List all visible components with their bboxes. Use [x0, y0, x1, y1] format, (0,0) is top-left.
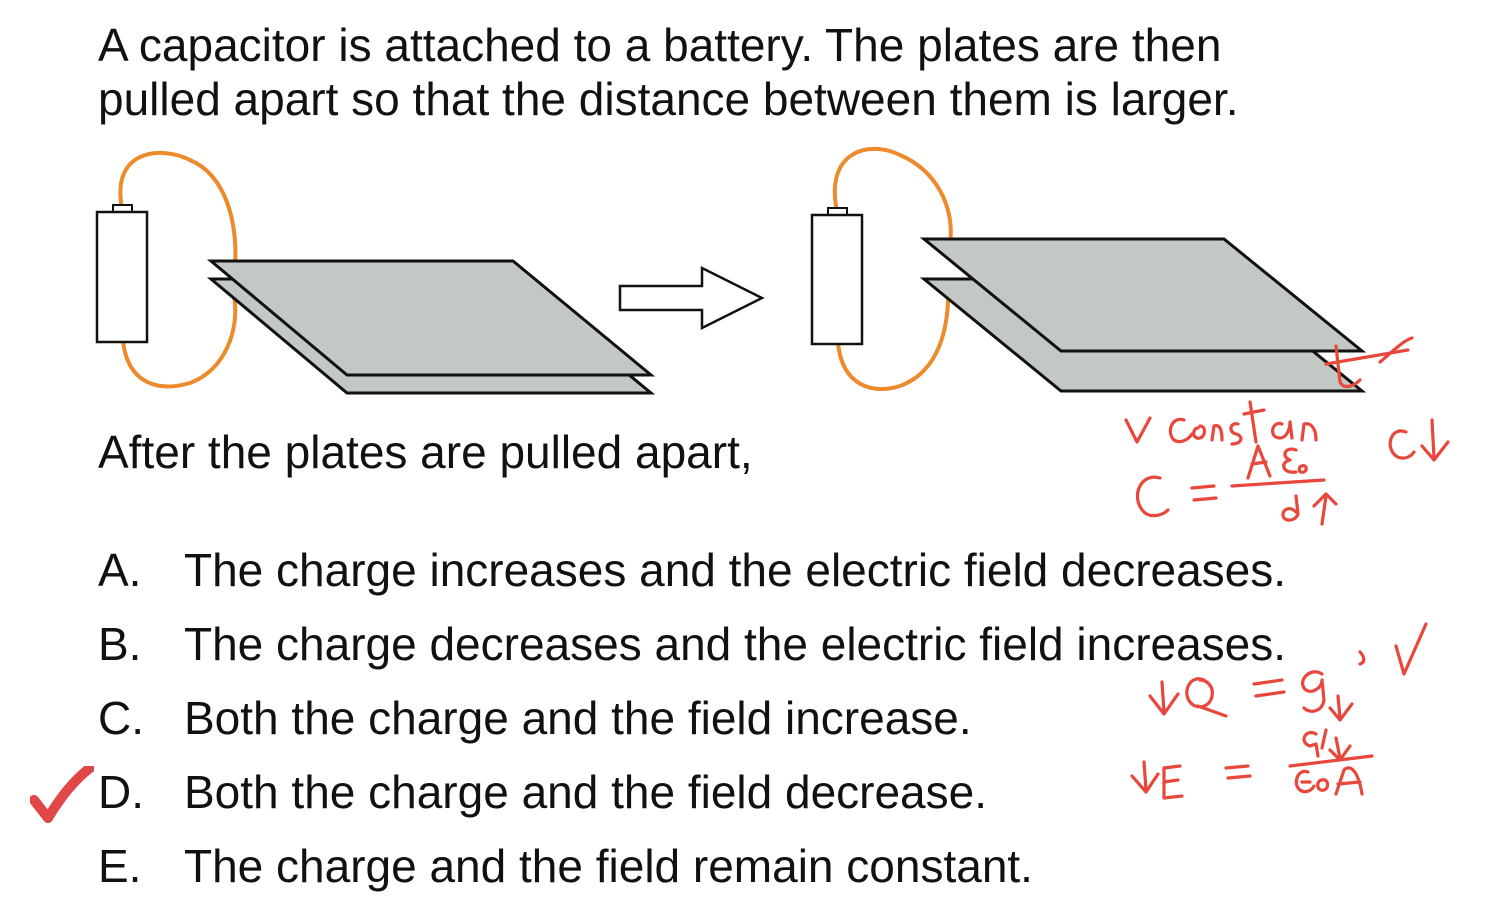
left-battery [95, 210, 149, 344]
title-line-1: A capacitor is attached to a battery. Th… [98, 19, 1222, 71]
option-letter: D. [98, 766, 144, 818]
title-line-2: pulled apart so that the distance betwee… [98, 73, 1239, 125]
option-text: The charge increases and the electric fi… [184, 544, 1287, 596]
transition-arrow [618, 265, 765, 331]
left-top-plate [206, 259, 656, 377]
option-text: The charge and the field remain constant… [184, 840, 1033, 892]
check-icon [30, 766, 94, 823]
left-wire-bottom [121, 294, 238, 389]
option-letter: E. [98, 840, 142, 892]
option-text: Both the charge and the field decrease. [184, 766, 988, 818]
left-setup [95, 150, 656, 395]
right-setup [810, 146, 1367, 393]
right-wire [832, 146, 953, 246]
question-title: A capacitor is attached to a battery. Th… [98, 18, 1418, 126]
option-text: Both the charge and the field increase. [184, 692, 972, 744]
right-battery [810, 213, 864, 346]
option-text: The charge decreases and the electric fi… [184, 618, 1287, 670]
question-prompt: After the plates are pulled apart, [98, 426, 753, 478]
option-letter: B. [98, 618, 142, 670]
left-wire [118, 150, 238, 269]
option-letter: A. [98, 544, 142, 596]
right-wire-bottom [836, 281, 951, 391]
option-letter: C. [98, 692, 144, 744]
